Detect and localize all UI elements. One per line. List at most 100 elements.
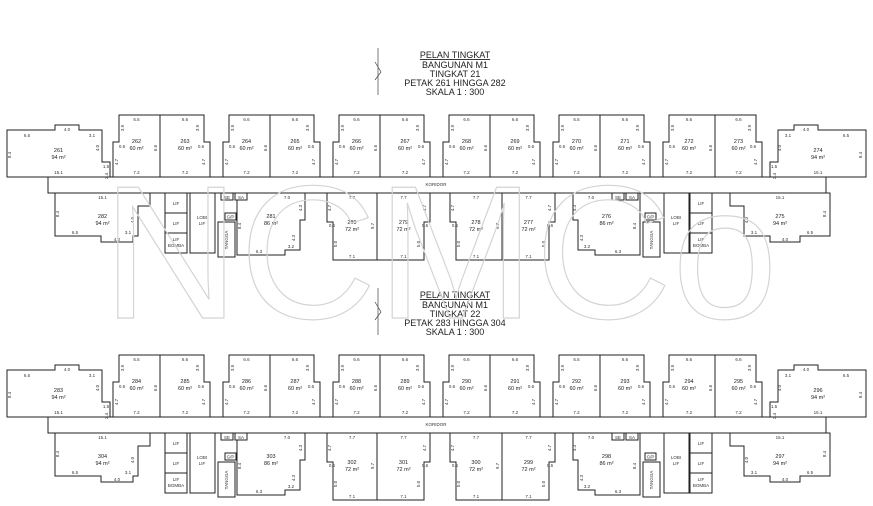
se-room bbox=[611, 192, 625, 201]
dim-step: 0.6 bbox=[229, 144, 236, 149]
dim-party: 9.7 bbox=[495, 462, 500, 469]
staircase bbox=[217, 221, 236, 258]
dim-bottom: 6.3 bbox=[615, 489, 622, 494]
dim-right: 3.1 bbox=[125, 470, 132, 475]
sa-label: SA bbox=[238, 435, 244, 440]
se-room bbox=[220, 432, 234, 441]
gp-label: G/P bbox=[647, 455, 655, 460]
unit-area: 60 m² bbox=[618, 146, 632, 152]
dim-upper-side: 3.9 bbox=[635, 364, 640, 371]
dim-bottom: 6.3 bbox=[615, 249, 622, 254]
unit-area: 72 m² bbox=[521, 227, 535, 233]
unit-number: 293 bbox=[620, 379, 629, 385]
unit-area: 60 m² bbox=[178, 146, 192, 152]
dim-upper: 4.3 bbox=[572, 444, 577, 451]
dim-lower-side: 4.7 bbox=[421, 158, 426, 165]
dim-party: 6.6 bbox=[708, 384, 713, 391]
dim-bottom: 7.1 bbox=[473, 254, 480, 259]
dim-upper-side: 3.9 bbox=[340, 364, 345, 371]
dim-top: 6.6 bbox=[622, 357, 629, 362]
unit-area: 86 m² bbox=[599, 461, 613, 467]
dim-top: 6.6 bbox=[463, 357, 470, 362]
dim-lower-side: 4.7 bbox=[334, 398, 339, 405]
fire-lift-label: BOMBA bbox=[168, 483, 184, 488]
dim-bottom: 7.2 bbox=[292, 410, 299, 415]
unit-area: 60 m² bbox=[682, 146, 696, 152]
dim-inner: 4.0 bbox=[744, 216, 749, 223]
dim-bottom: 7.2 bbox=[243, 410, 250, 415]
unit-number: 291 bbox=[510, 379, 519, 385]
dim-side: 8.4 bbox=[237, 462, 242, 469]
dim-bottom: 15.1 bbox=[814, 410, 823, 415]
dim-bottom: 7.2 bbox=[573, 410, 580, 415]
dim-top: 15.1 bbox=[776, 435, 785, 440]
dim-top: 6.6 bbox=[292, 357, 299, 362]
unit-outline bbox=[6, 124, 111, 178]
dim-upper-side: 3.9 bbox=[525, 124, 530, 131]
dim-step: 0.6 bbox=[339, 384, 346, 389]
dim-upper-side: 4.7 bbox=[327, 444, 332, 451]
dim-upper: 4.3 bbox=[572, 204, 577, 211]
unit-number: 286 bbox=[242, 379, 251, 385]
unit-outline bbox=[379, 354, 431, 418]
dim-lower-side: 4.7 bbox=[201, 398, 206, 405]
dim-party: 6.6 bbox=[373, 144, 378, 151]
building-name: BANGUNAN M1 bbox=[422, 60, 488, 70]
dim-top: 6.6 bbox=[686, 357, 693, 362]
dim-top: 6.6 bbox=[182, 117, 189, 122]
dim-bottom: 7.2 bbox=[353, 170, 360, 175]
level-label: TINGKAT 21 bbox=[430, 69, 481, 79]
unit-number: 300 bbox=[471, 460, 480, 466]
dim-right: 3.1 bbox=[125, 230, 132, 235]
dim-upper-side: 3.9 bbox=[305, 124, 310, 131]
gp-room bbox=[644, 212, 657, 221]
unit-number: 277 bbox=[524, 220, 533, 226]
unit-area: 86 m² bbox=[599, 221, 613, 227]
unit-number: 285 bbox=[180, 379, 189, 385]
dim-lower: 4.3 bbox=[291, 474, 296, 481]
dim-top: 7.7 bbox=[473, 435, 480, 440]
unit-outline bbox=[769, 124, 867, 178]
dim-bump: 4.0 bbox=[64, 127, 71, 132]
unit-outline bbox=[159, 354, 211, 418]
dim-upper-side: 3.9 bbox=[450, 364, 455, 371]
se-label: SE bbox=[224, 195, 230, 200]
dim-upper-side: 3.9 bbox=[415, 364, 420, 371]
dim-lower: 4.3 bbox=[579, 234, 584, 241]
dim-side: 8.4 bbox=[822, 450, 827, 457]
dim-step: 0.6 bbox=[750, 384, 757, 389]
staircase bbox=[642, 461, 661, 498]
dim-bottom: 7.2 bbox=[243, 170, 250, 175]
dim-bottom: 7.2 bbox=[573, 170, 580, 175]
unit-number: 297 bbox=[775, 454, 784, 460]
dim-top: 6.6 bbox=[292, 117, 299, 122]
unit-area: 60 m² bbox=[349, 386, 363, 392]
dim-bottom: 7.2 bbox=[133, 410, 140, 415]
dim-step: 0.6 bbox=[559, 144, 566, 149]
unit-area: 86 m² bbox=[264, 461, 278, 467]
lift-label: LIF bbox=[173, 201, 180, 206]
scale-label: SKALA 1 : 300 bbox=[426, 327, 485, 337]
dim-side: 8.4 bbox=[7, 391, 12, 398]
dim-side: 8.4 bbox=[858, 151, 863, 158]
dim-step: 0.6 bbox=[452, 223, 459, 228]
dim-bottom: 7.1 bbox=[349, 494, 356, 499]
unit-number: 268 bbox=[462, 139, 471, 145]
dim-mid: 3.2 bbox=[584, 484, 591, 489]
lobby-label: LOBI bbox=[671, 455, 681, 460]
unit-area: 60 m² bbox=[349, 146, 363, 152]
lobby-label: LIF bbox=[673, 221, 680, 226]
dim-upper-side: 3.9 bbox=[230, 124, 235, 131]
dim-lower: 4.3 bbox=[291, 234, 296, 241]
staircase bbox=[217, 461, 236, 498]
dim-lower-side: 4.7 bbox=[311, 158, 316, 165]
